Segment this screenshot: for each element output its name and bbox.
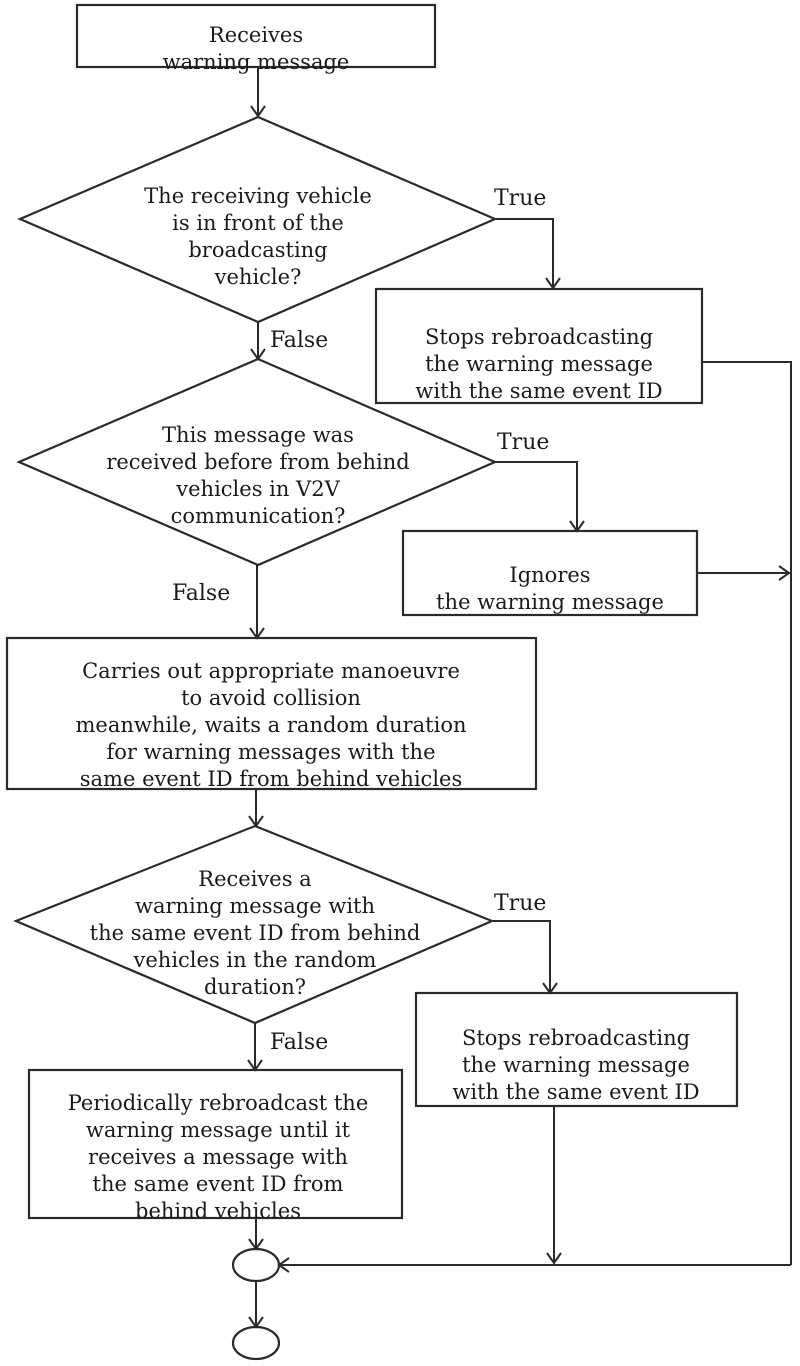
node-stop-rebroadcast-1-text: Stops rebroadcasting the warning message w… <box>415 325 662 403</box>
arrowhead-icon <box>248 1238 264 1251</box>
edge-ignore-to-right-line <box>697 565 791 581</box>
node-text-line: received before from behind <box>106 450 409 474</box>
node-text-line: vehicles in the random <box>133 948 377 972</box>
edge-decision-received-before-true <box>495 461 585 533</box>
arrowhead-icon <box>542 982 558 995</box>
arrowhead-icon <box>569 520 585 533</box>
arrowhead-icon <box>248 1316 264 1329</box>
node-text-line: Carries out appropriate manoeuvre <box>82 659 460 683</box>
node-text-line: meanwhile, waits a random duration <box>75 713 466 737</box>
node-text-line: receives a message with <box>88 1145 348 1169</box>
node-text-line: Stops rebroadcasting <box>462 1026 690 1050</box>
edge-label-d2-true: True <box>497 430 549 455</box>
arrowhead-icon <box>247 1059 263 1072</box>
arrowhead-icon <box>250 105 266 118</box>
node-text-line: with the same event ID <box>452 1080 699 1104</box>
node-periodic-rebroadcast-box <box>27 1068 404 1220</box>
edge-decision-same-event-false <box>247 1023 263 1072</box>
edge-decision-front-false <box>250 322 266 361</box>
node-text-line: the warning message <box>425 352 653 376</box>
node-text-line: to avoid collision <box>181 686 361 710</box>
node-text-line: same event ID from behind vehicles <box>80 767 463 791</box>
node-text-line: for warning messages with the <box>106 740 435 764</box>
edge-stop-rebroadcast-1-to-merge <box>702 361 792 1265</box>
node-ignore-box <box>401 529 699 617</box>
edge-label-d3-true: True <box>494 891 546 916</box>
node-text-line: Receives a <box>198 867 311 891</box>
edge-decision-same-event-true <box>492 920 558 995</box>
edge-decision-front-true <box>495 218 561 290</box>
arrowhead-icon <box>248 815 264 828</box>
node-text-line: the warning message <box>436 590 664 614</box>
node-text-line: vehicles in V2V <box>175 477 340 501</box>
node-manoeuvre-box <box>5 636 538 791</box>
arrowhead-icon <box>250 348 266 361</box>
node-text-line: with the same event ID <box>415 379 662 403</box>
node-decision-same-event-text: Receives a warning message with the same e… <box>90 867 421 999</box>
node-text-line: duration? <box>204 975 306 999</box>
node-text-line: Periodically rebroadcast the <box>68 1091 369 1115</box>
node-text-line: behind vehicles <box>135 1199 301 1223</box>
edge-label-d3-false: False <box>270 1030 328 1055</box>
edge-periodic-to-merge <box>248 1218 264 1251</box>
node-text-line: The receiving vehicle <box>144 184 372 208</box>
node-manoeuvre-text: Carries out appropriate manoeuvre to avoi… <box>75 659 466 791</box>
node-text-line: vehicle? <box>214 265 302 289</box>
node-periodic-rebroadcast-text: Periodically rebroadcast the warning mess… <box>68 1091 369 1223</box>
node-text-line: warning message <box>163 50 350 74</box>
arrowhead-icon <box>249 627 265 640</box>
node-receive-text: Receives warning message <box>163 23 350 74</box>
merge-connector-circle <box>231 1247 281 1283</box>
node-decision-received-before-text: This message was received before from beh… <box>106 423 409 528</box>
arrowhead-icon <box>545 277 561 290</box>
node-stop-rebroadcast-2-text: Stops rebroadcasting the warning message w… <box>452 1026 699 1104</box>
edge-receive-to-decision-front <box>250 67 266 118</box>
node-receive-box <box>75 3 437 69</box>
node-text-line: the same event ID from behind <box>90 921 421 945</box>
node-text-line: the same event ID from <box>93 1172 344 1196</box>
node-stop-rebroadcast-1-box <box>374 287 704 405</box>
node-text-line: the warning message <box>462 1053 690 1077</box>
edge-decision-received-before-false <box>249 565 265 640</box>
node-text-line: This message was <box>162 423 354 447</box>
edge-stop-rebroadcast-2-down <box>546 1106 562 1265</box>
edge-manoeuvre-to-decision-same-event <box>248 789 264 828</box>
end-connector-circle <box>231 1325 281 1361</box>
arrowhead-icon <box>277 1257 290 1273</box>
node-text-line: Ignores <box>509 563 590 587</box>
node-text-line: Stops rebroadcasting <box>425 325 653 349</box>
node-text-line: warning message until it <box>86 1118 351 1142</box>
edge-merge-horizontal <box>277 1257 791 1273</box>
node-text-line: broadcasting <box>188 238 327 262</box>
node-text-line: is in front of the <box>172 211 344 235</box>
edge-label-d1-true: True <box>494 186 546 211</box>
node-stop-rebroadcast-2-box <box>414 991 739 1108</box>
arrowhead-icon <box>778 565 791 581</box>
node-text-line: Receives <box>209 23 303 47</box>
node-decision-front-text: The receiving vehicle is in front of the b… <box>144 184 372 289</box>
edge-label-d2-false: False <box>172 581 230 606</box>
node-text-line: communication? <box>171 504 346 528</box>
edge-label-d1-false: False <box>270 328 328 353</box>
arrowhead-icon <box>546 1252 562 1265</box>
edge-merge-to-end <box>248 1281 264 1329</box>
node-text-line: warning message with <box>135 894 375 918</box>
node-ignore-text: Ignores the warning message <box>436 563 664 614</box>
